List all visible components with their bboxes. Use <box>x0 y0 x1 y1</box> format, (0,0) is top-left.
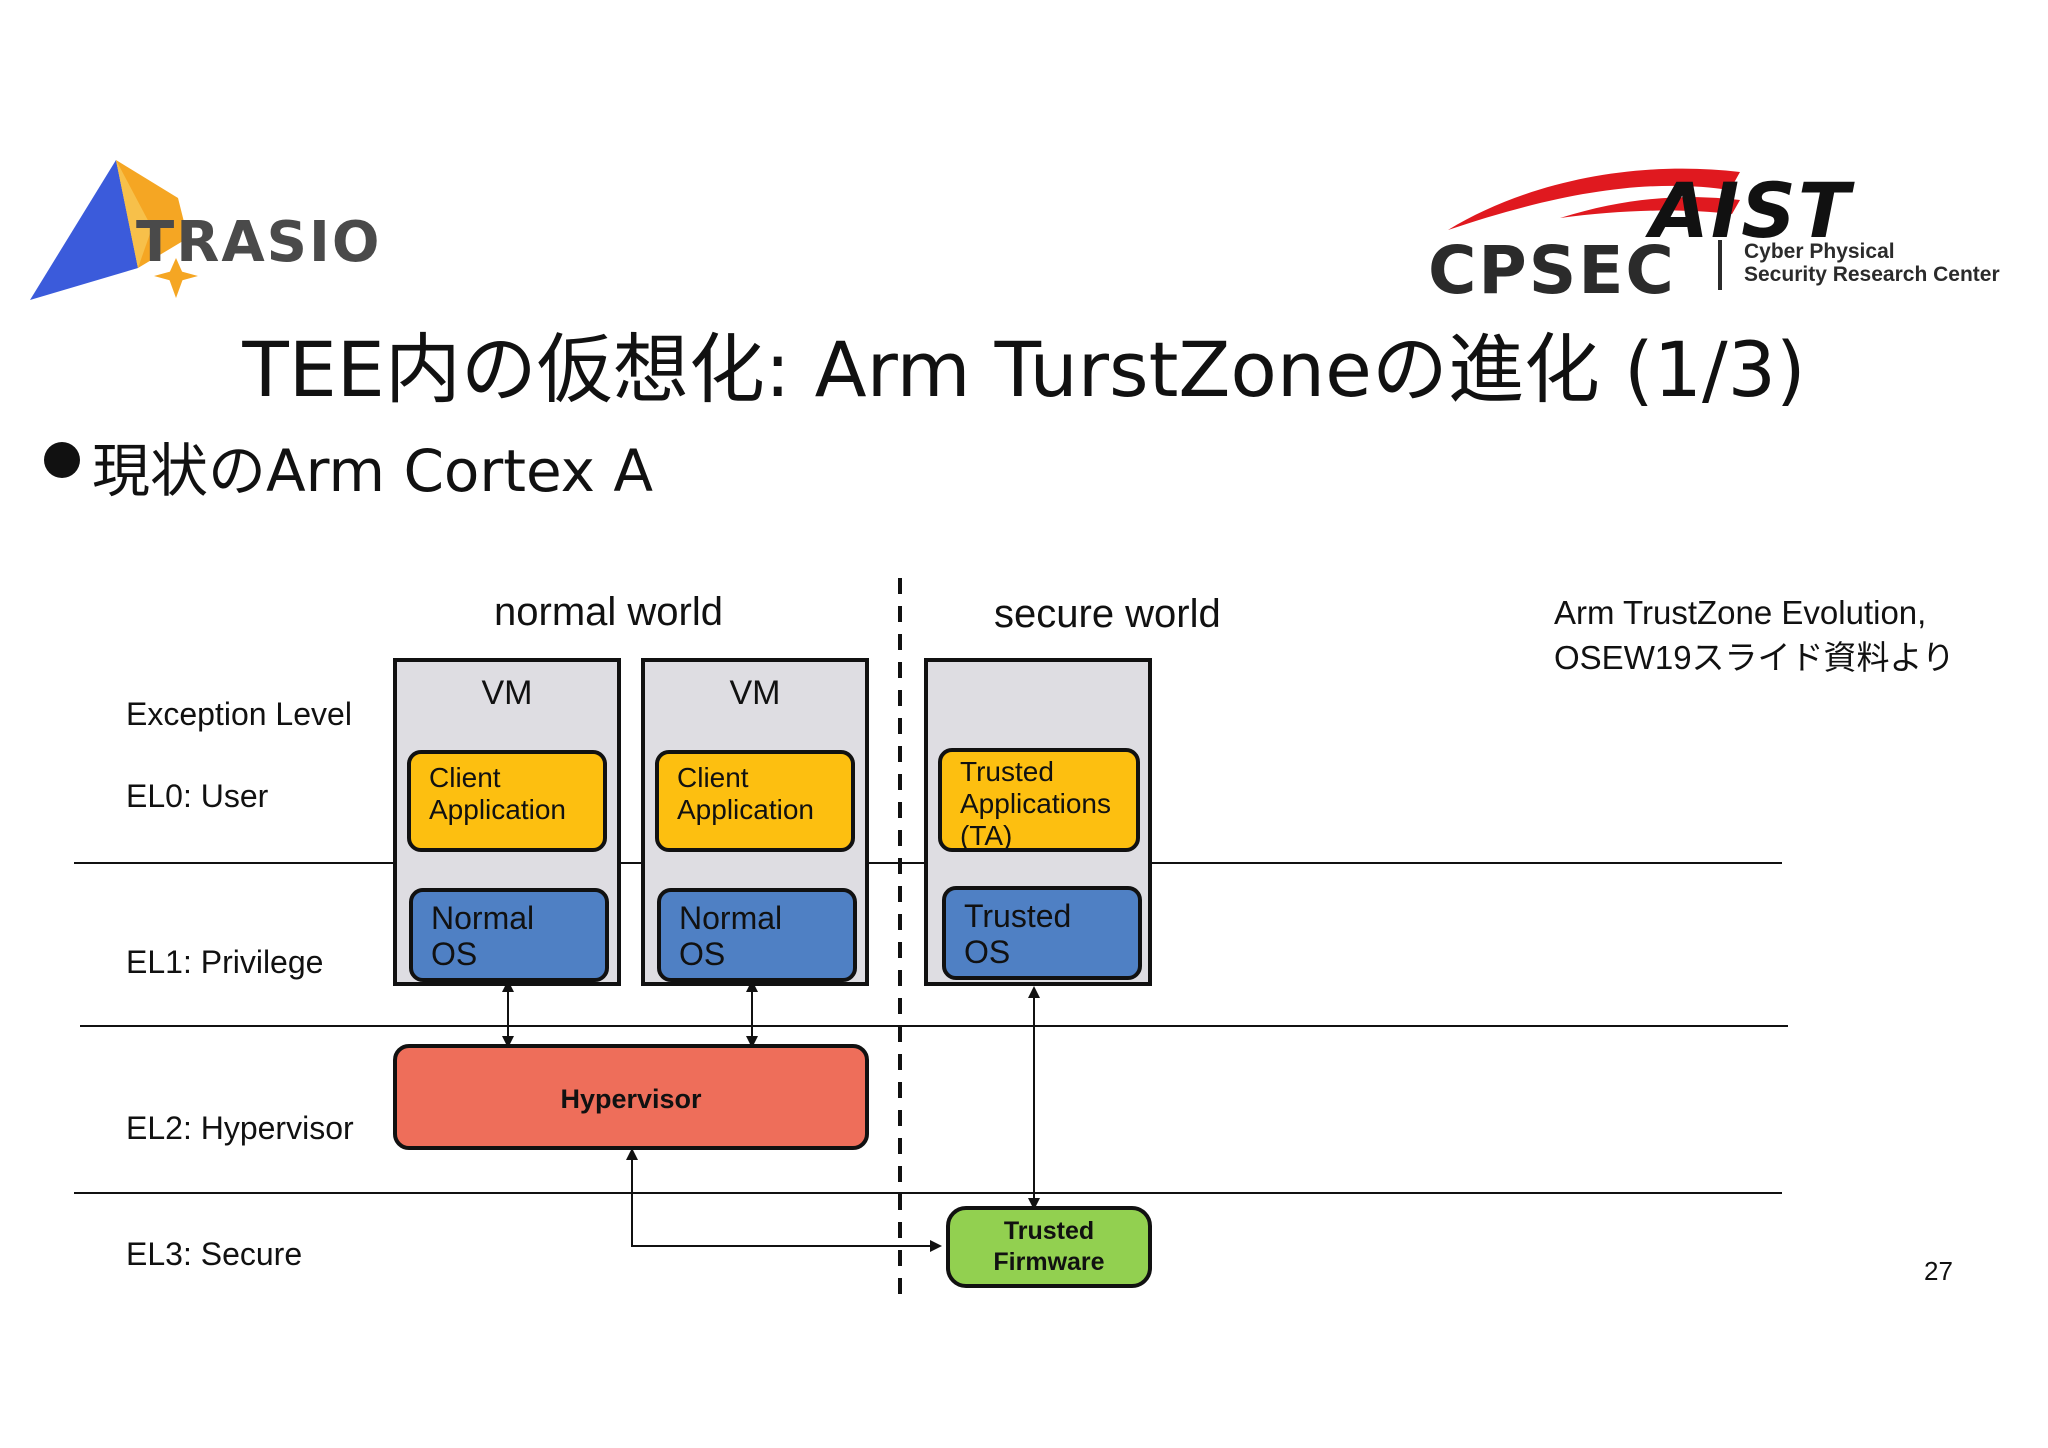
firmware-line1: Trusted <box>1003 1217 1095 1245</box>
source-note: Arm TrustZone Evolution, OSEW19スライド資料より <box>1554 590 1955 680</box>
source-note-line1: Arm TrustZone Evolution, <box>1554 594 1927 631</box>
normal-os-line2: OS <box>679 936 726 972</box>
client-app-line2: Application <box>677 794 814 825</box>
cpsec-subtitle-2: Security Research Center <box>1744 263 2000 286</box>
ta-line1: Trusted <box>960 756 1054 787</box>
trusted-os-line1: Trusted <box>964 898 1072 934</box>
slide-title: TEE内の仮想化: Arm TurstZoneの進化 (1/3) <box>242 325 1806 414</box>
bullet-icon <box>44 442 80 478</box>
trusted-applications-box: Trusted Applications (TA) <box>938 748 1140 852</box>
normal-os-line1: Normal <box>431 900 535 936</box>
normal-os-box: Normal OS <box>657 888 857 982</box>
trusted-firmware-label: Trusted Firmware <box>950 1216 1148 1278</box>
cpsec-separator <box>1718 240 1722 290</box>
el2-label: EL2: Hypervisor <box>126 1110 354 1146</box>
trasio-logo <box>30 160 198 300</box>
normal-os-line2: OS <box>431 936 478 972</box>
cpsec-subtitle-1: Cyber Physical <box>1744 240 1895 263</box>
el3-label: EL3: Secure <box>126 1236 303 1272</box>
trustzone-diagram: normal world secure world Exception Leve… <box>0 560 2048 1320</box>
cpsec-logo-text: CPSEC <box>1428 232 1676 309</box>
firmware-line2: Firmware <box>993 1248 1105 1276</box>
el0-label: EL0: User <box>126 778 269 814</box>
aist-swoosh-logo <box>1448 168 1740 230</box>
vm-box-2: VM Client Application Normal OS <box>641 658 869 986</box>
trusted-os-line2: OS <box>964 934 1011 970</box>
client-application-box: Client Application <box>655 750 855 852</box>
ta-line3: (TA) <box>960 820 1013 851</box>
secure-world-label: secure world <box>994 592 1221 636</box>
normal-os-box: Normal OS <box>409 888 609 982</box>
aist-logo-text: AIST <box>1650 166 1852 255</box>
bullet-text: 現状のArm Cortex A <box>92 437 654 505</box>
hypervisor-box: Hypervisor <box>393 1044 869 1150</box>
client-application-box: Client Application <box>407 750 607 852</box>
secure-world-box: Trusted Applications (TA) Trusted OS <box>924 658 1152 986</box>
trusted-firmware-box: Trusted Firmware <box>946 1206 1152 1288</box>
vm-box-1: VM Client Application Normal OS <box>393 658 621 986</box>
ta-line2: Applications <box>960 788 1111 819</box>
hypervisor-firmware-arrow <box>626 1148 942 1252</box>
page-number: 27 <box>1924 1256 1953 1286</box>
client-app-line1: Client <box>429 762 501 793</box>
hypervisor-label: Hypervisor <box>560 1084 702 1114</box>
source-note-line2: OSEW19スライド資料より <box>1554 639 1955 676</box>
vm-title: VM <box>481 674 533 712</box>
client-app-line1: Client <box>677 762 749 793</box>
exception-level-heading: Exception Level <box>126 696 352 732</box>
client-app-line2: Application <box>429 794 566 825</box>
trusted-os-box: Trusted OS <box>942 886 1142 980</box>
normal-world-label: normal world <box>494 590 723 634</box>
el1-label: EL1: Privilege <box>126 944 324 980</box>
vm-title: VM <box>729 674 781 712</box>
normal-os-line1: Normal <box>679 900 783 936</box>
trasio-logo-text: TRASIO <box>136 210 382 275</box>
